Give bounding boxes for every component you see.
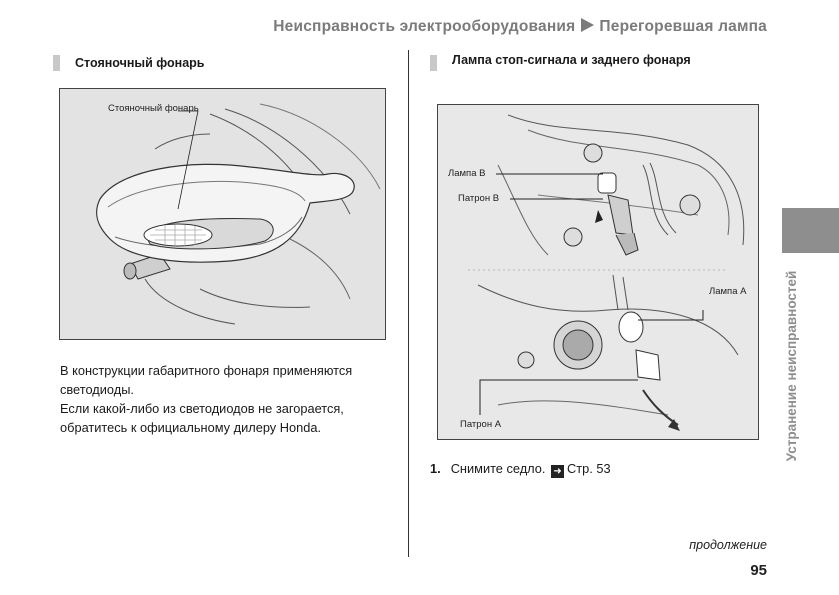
section-marker [430, 55, 437, 71]
right-section-title: Лампа стоп-сигнала и заднего фонаря [452, 53, 691, 67]
parking-light-figure: Стояночный фонарь [59, 88, 386, 340]
lamp-b-label: Лампа B [448, 168, 486, 179]
triangle-right-icon [581, 18, 595, 32]
step-text: Снимите седло. [450, 461, 546, 476]
section-marker [53, 55, 60, 71]
paragraph: Если какой-либо из светодиодов не загора… [60, 401, 344, 435]
paragraph: В конструкции габаритного фонаря применя… [60, 363, 353, 397]
continued-note: продолжение [689, 538, 767, 552]
chapter-tab [782, 208, 839, 253]
socket-a-label: Патрон A [460, 419, 502, 430]
column-divider [408, 50, 409, 557]
socket-b-label: Патрон B [458, 193, 500, 204]
page-number: 95 [750, 562, 767, 579]
page-reference-icon: ➜ [551, 465, 565, 478]
step-number: 1. [430, 461, 441, 476]
step-page-reference[interactable]: Стр. 53 [567, 461, 611, 476]
brake-light-figure: Лампа B Патрон B Лампа A Патрон A [437, 104, 759, 440]
parking-light-description: В конструкции габаритного фонаря применя… [60, 361, 400, 437]
parking-light-label: Стояночный фонарь [108, 103, 199, 114]
chapter-tab-label: Устранение неисправностей [784, 262, 806, 470]
chapter-tab-text: Устранение неисправностей [784, 270, 799, 462]
lamp-a-label: Лампа A [709, 286, 747, 297]
header-subsection: Перегоревшая лампа [599, 18, 767, 35]
step-1: 1. Снимите седло. ➜Стр. 53 [430, 461, 611, 478]
brake-light-illustration [468, 114, 745, 431]
header-section: Неисправность электрооборудования [273, 18, 576, 35]
page-header: Неисправность электрооборудования Перегор… [273, 18, 767, 36]
left-section-title: Стояночный фонарь [75, 56, 205, 70]
parking-light-illustration [95, 103, 381, 325]
